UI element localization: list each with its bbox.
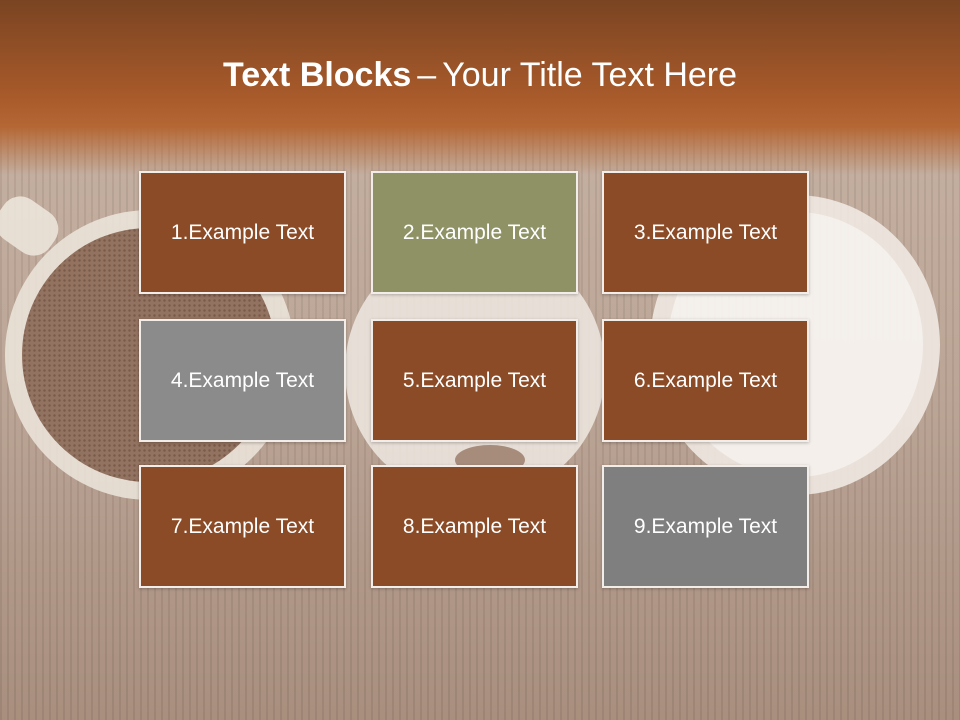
text-block-label: 2.Example Text: [402, 220, 547, 244]
text-block-label: 5.Example Text: [402, 368, 547, 392]
text-block-7[interactable]: 7.Example Text: [139, 465, 346, 588]
text-block-label: 6.Example Text: [633, 368, 778, 392]
text-block-label: 7.Example Text: [170, 514, 315, 538]
text-block-5[interactable]: 5.Example Text: [371, 319, 578, 442]
text-block-2[interactable]: 2.Example Text: [371, 171, 578, 294]
title-bold: Text Blocks: [222, 56, 412, 94]
text-block-3[interactable]: 3.Example Text: [602, 171, 809, 294]
text-block-label: 1.Example Text: [170, 220, 315, 244]
text-block-8[interactable]: 8.Example Text: [371, 465, 578, 588]
header-band: [0, 0, 960, 175]
title-separator: –: [417, 56, 437, 94]
text-block-label: 4.Example Text: [170, 368, 315, 392]
title-rest: Your Title Text Here: [442, 56, 738, 94]
text-block-9[interactable]: 9.Example Text: [602, 465, 809, 588]
text-block-label: 3.Example Text: [633, 220, 778, 244]
text-block-4[interactable]: 4.Example Text: [139, 319, 346, 442]
text-block-label: 9.Example Text: [633, 514, 778, 538]
text-block-6[interactable]: 6.Example Text: [602, 319, 809, 442]
slide-title[interactable]: Text Blocks–Your Title Text Here: [0, 56, 960, 95]
text-block-1[interactable]: 1.Example Text: [139, 171, 346, 294]
text-block-label: 8.Example Text: [402, 514, 547, 538]
